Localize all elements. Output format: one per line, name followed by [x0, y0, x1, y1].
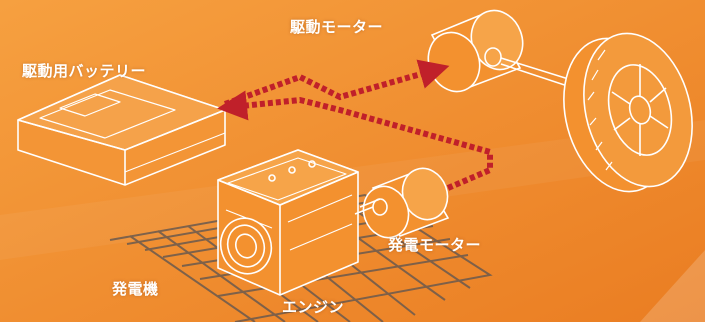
background-corner-shine	[640, 250, 705, 322]
generator-label: 発電機	[112, 280, 159, 298]
generator-motor-label: 発電モーター	[388, 236, 482, 254]
power-flow-paths	[217, 59, 493, 191]
engine-icon	[217, 149, 359, 296]
drive-battery-label: 駆動用バッテリー	[22, 62, 147, 80]
wheel-icon	[563, 32, 693, 193]
drive-motor-label: 駆動モーター	[290, 18, 384, 36]
engine-label: エンジン	[282, 298, 345, 316]
flow-generator-to-battery	[217, 90, 493, 191]
generator-motor-icon	[354, 167, 450, 239]
